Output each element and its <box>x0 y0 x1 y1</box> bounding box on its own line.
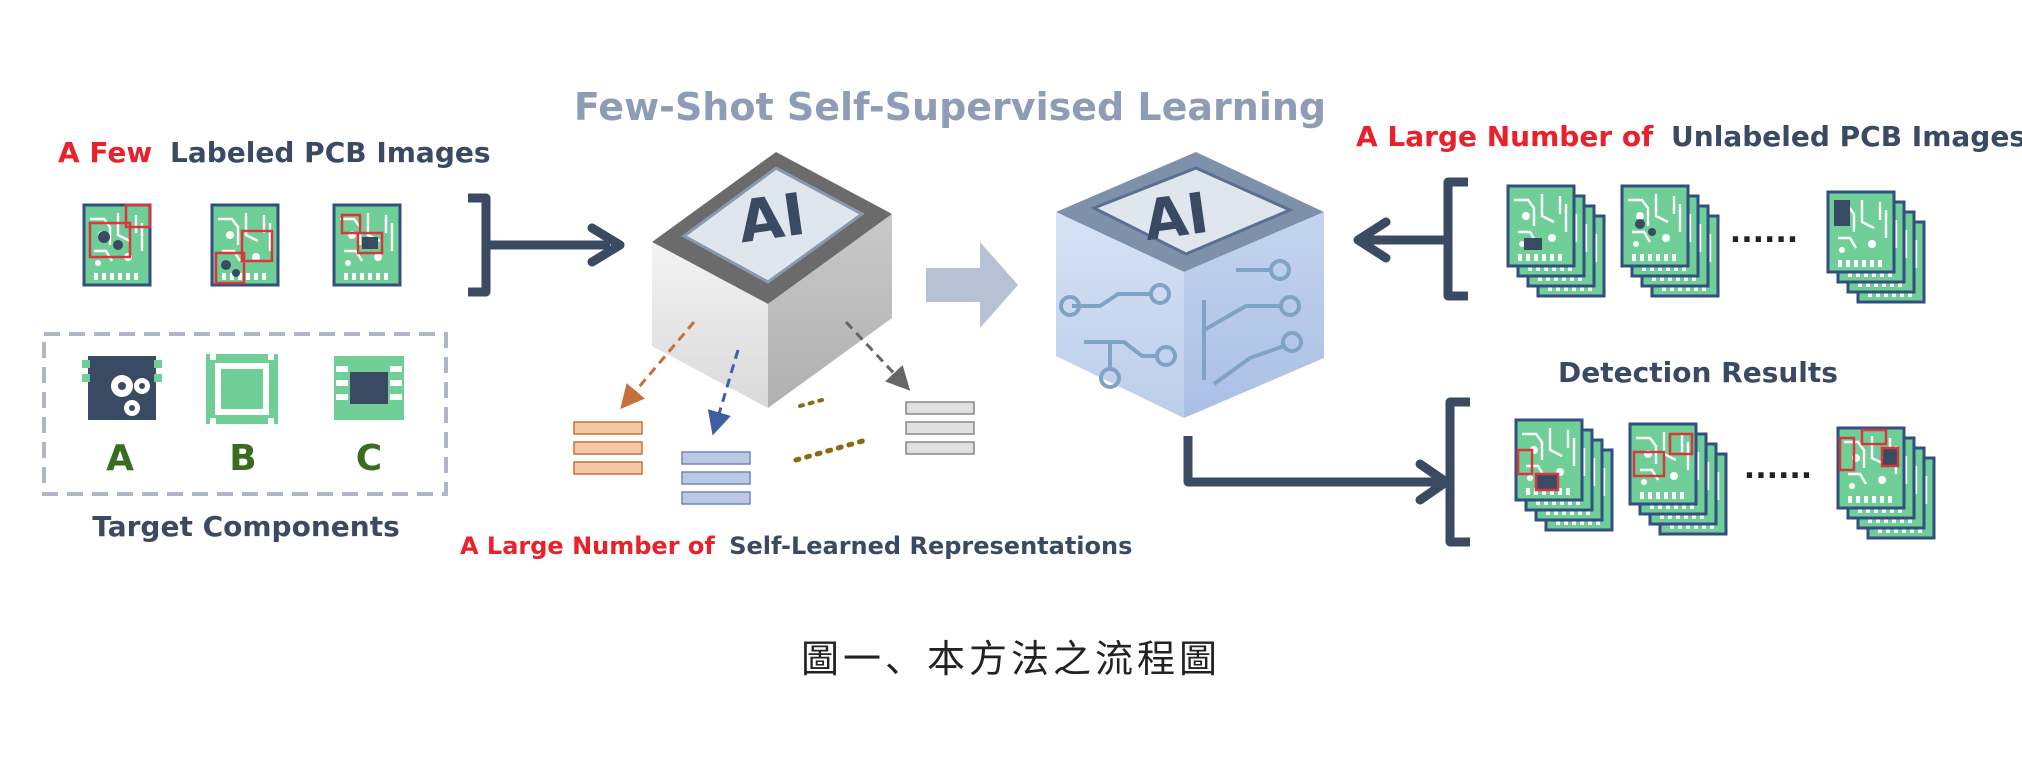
few-labeled-heading: A Few Labeled PCB Images <box>58 136 491 169</box>
repr-arrow-gray <box>844 320 911 391</box>
component-letter-c: C <box>356 438 382 479</box>
labeled-pcb-image-1 <box>82 203 152 287</box>
labeled-pcb-image-3 <box>332 203 402 287</box>
component-letter-a: A <box>106 438 134 479</box>
repr-arrow-orange <box>620 321 696 410</box>
representation-dots <box>793 437 869 463</box>
representation-gray <box>905 401 975 455</box>
unlabeled-heading-dark: Unlabeled PCB Images <box>1671 120 2022 153</box>
labeled-pcb-image-2 <box>210 203 280 287</box>
figure-caption: 圖一、本方法之流程圖 <box>800 637 1221 681</box>
result-pcb-stack-1 <box>1516 420 1612 530</box>
target-component-b <box>206 354 278 424</box>
unlabeled-pcb-stack-1 <box>1508 186 1604 296</box>
detector-cube: AI <box>1056 152 1324 418</box>
repr-label: A Large Number of Self-Learned Represent… <box>460 532 1132 560</box>
arrow-to-results <box>1183 436 1440 487</box>
unlabeled-bracket <box>1443 177 1468 301</box>
unlabeled-heading-red: A Large Number of <box>1356 120 1654 153</box>
repr-label-red: A Large Number of <box>460 532 715 560</box>
ssl-cube-chip-label: AI <box>734 180 809 257</box>
left-bracket <box>468 193 491 297</box>
transfer-arrow <box>926 242 1018 328</box>
results-ellipsis: ...... <box>1744 451 1812 486</box>
repr-arrow-blue <box>707 349 740 436</box>
few-labeled-heading-red: A Few <box>58 136 152 169</box>
unlabeled-heading: A Large Number of Unlabeled PCB Images <box>1356 120 2022 153</box>
detection-results-label: Detection Results <box>1558 356 1838 389</box>
result-pcb-stack-3 <box>1838 428 1934 538</box>
result-pcb-stack-2 <box>1630 424 1726 534</box>
unlabeled-pcb-stack-3 <box>1828 192 1924 302</box>
target-component-c <box>334 356 404 420</box>
representation-orange <box>573 421 643 475</box>
results-bracket <box>1445 397 1470 547</box>
target-components-box <box>42 332 448 496</box>
representation-blue <box>681 451 751 505</box>
target-component-a <box>82 356 162 420</box>
component-letter-b: B <box>229 438 256 479</box>
unlabeled-pcb-stack-2 <box>1622 186 1718 296</box>
ssl-title: Few-Shot Self-Supervised Learning <box>574 85 1326 129</box>
representation-dots-small <box>798 398 824 408</box>
ssl-cube: AI <box>652 152 892 408</box>
repr-label-dark: Self-Learned Representations <box>729 532 1132 560</box>
unlabeled-ellipsis: ...... <box>1730 215 1798 250</box>
target-components-label: Target Components <box>92 510 400 543</box>
few-labeled-heading-dark: Labeled PCB Images <box>170 136 491 169</box>
detector-cube-chip-label: AI <box>1140 181 1213 254</box>
